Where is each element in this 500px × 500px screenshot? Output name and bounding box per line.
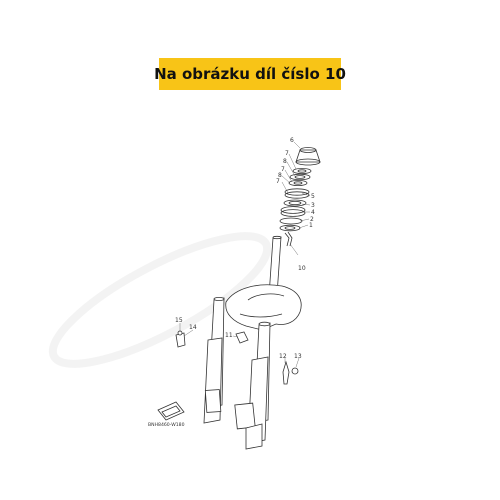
callout-7b: 7 [281,166,285,173]
callout-5: 5 [311,193,315,200]
callout-6: 6 [290,137,294,144]
callout-8a: 8 [283,158,287,165]
part-number-banner: Na obrázku díl číslo 10 [154,58,346,90]
callout-2: 2 [310,216,314,223]
watermark [48,232,272,368]
callout-15: 15 [175,317,183,324]
callout-1: 1 [309,222,313,229]
callout-11: 11 [225,332,233,339]
steering-stem-parts [279,147,321,247]
callout-13: 13 [294,353,302,360]
drawing-code: BNH8460-W180 [148,422,185,428]
callout-numbers: 6 7 8 7 8 7 5 3 4 2 1 10 15 14 11 12 13 [175,137,315,360]
callout-12: 12 [279,353,287,360]
callout-leaders [179,141,311,368]
callout-7c: 7 [276,178,280,185]
front-fork-assembly [157,235,302,450]
callout-4: 4 [311,209,315,216]
callout-7a: 7 [285,150,289,157]
callout-8b: 8 [278,172,282,179]
callout-3: 3 [311,202,315,209]
banner-text: Na obrázku díl číslo 10 [154,65,346,83]
callout-10: 10 [298,265,306,272]
callout-14: 14 [189,324,197,331]
